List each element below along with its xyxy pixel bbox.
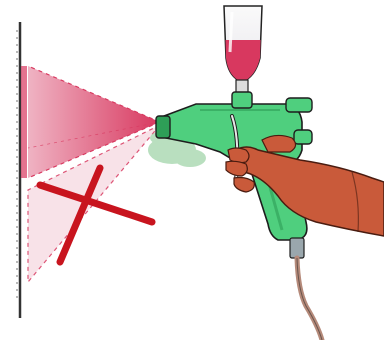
- paint-cup: [224, 6, 262, 94]
- hand-palm: [234, 147, 384, 236]
- hose-fitting: [290, 238, 304, 258]
- paint-area-on-wall: [21, 66, 27, 178]
- adjust-knob-side: [294, 130, 312, 144]
- adjust-knob-top: [286, 98, 312, 112]
- finger-3: [234, 178, 254, 193]
- finger-2: [226, 161, 247, 176]
- finger-1: [228, 148, 249, 163]
- air-hose: [297, 258, 322, 340]
- thumb: [262, 135, 296, 152]
- gun-nozzle: [156, 116, 170, 138]
- cup-connector: [232, 92, 252, 108]
